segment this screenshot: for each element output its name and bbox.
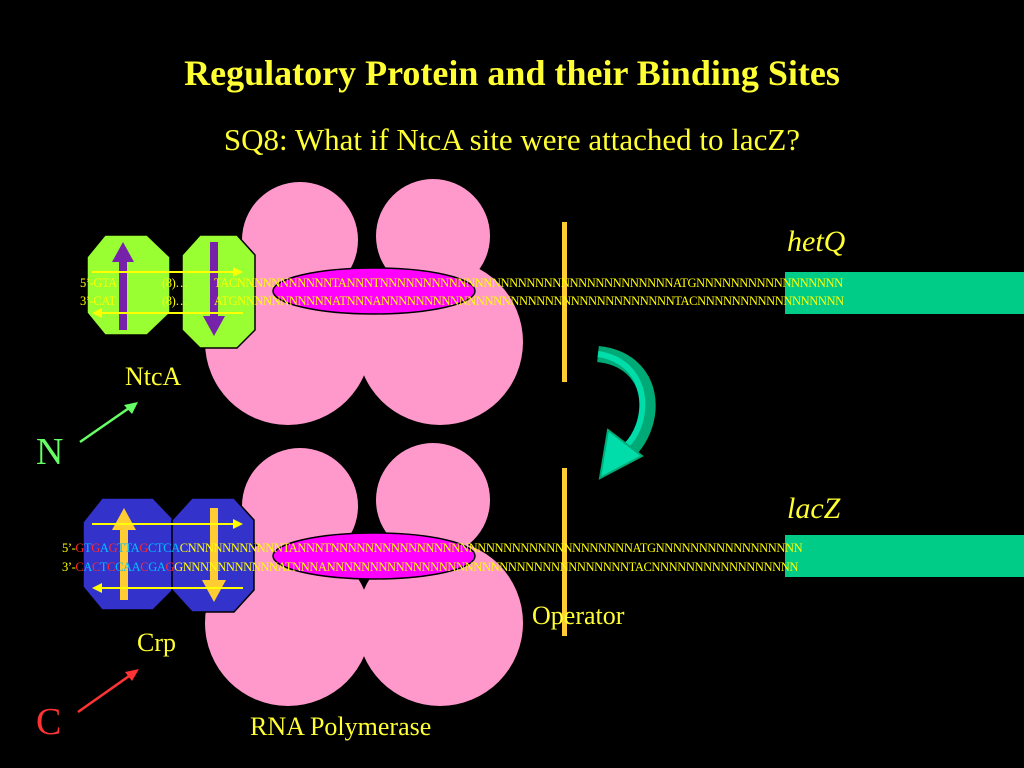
operator-bar-top bbox=[562, 222, 567, 382]
sequence-segment: A bbox=[83, 560, 92, 574]
n-signal-arrow bbox=[79, 404, 133, 444]
sequence-segment: C bbox=[140, 560, 149, 574]
crp-dimer bbox=[82, 497, 255, 613]
rna-polymerase-label: RNA Polymerase bbox=[250, 712, 432, 741]
gene-label-hetq: hetQ bbox=[787, 225, 846, 258]
sequence-segment: GNNNNNNNNNNNATNNNANNNNNNNNNNNNNNNNNNNNNN… bbox=[174, 560, 799, 574]
signal-letter-n: N bbox=[36, 431, 64, 473]
operator-bar-bottom bbox=[562, 468, 567, 636]
signal-letter-c: C bbox=[36, 701, 62, 743]
hetq-seq-top-mid: (8)… bbox=[162, 276, 188, 290]
hetq-seq-top-right: TACNNNNNNNNNNNTANNNTNNNNNNNNNNNNNNNNNNNN… bbox=[214, 276, 843, 290]
rna-polymerase-bottom bbox=[205, 443, 523, 706]
sequence-segment: C bbox=[75, 560, 84, 574]
sequence-segment: 5’- bbox=[62, 541, 76, 555]
sequence-segment: A bbox=[99, 541, 109, 555]
operator-label: Operator bbox=[532, 601, 625, 630]
slide-subtitle: SQ8: What if NtcA site were attached to … bbox=[223, 122, 801, 157]
protein-label-crp: Crp bbox=[137, 628, 176, 657]
sequence-segment: CA bbox=[163, 541, 180, 555]
curved-arrow bbox=[596, 346, 656, 480]
sequence-segment: CNNNNNNNNNNNTANNNTNNNNNNNNNNNNNNNNNNNNNN… bbox=[179, 541, 803, 555]
sigma-factor-top bbox=[272, 267, 476, 315]
lacz-coding-box bbox=[785, 535, 1024, 577]
sequence-segment: CT bbox=[147, 541, 164, 555]
gene-label-lacz: lacZ bbox=[787, 492, 841, 525]
sequence-segment: C bbox=[91, 560, 100, 574]
lacz-seq-bottom: 3’-CACTCCAACGAGGNNNNNNNNNNNATNNNANNNNNNN… bbox=[62, 560, 798, 575]
protein-label-ntca: NtcA bbox=[125, 362, 182, 391]
sequence-segment: 3’- bbox=[62, 560, 76, 574]
sequence-segment: G bbox=[108, 541, 118, 555]
sequence-segment: G bbox=[91, 541, 100, 555]
hetq-coding-box bbox=[785, 272, 1024, 314]
hetq-seq-bottom-left: 3’-CAT bbox=[80, 294, 116, 308]
hetq-seq-bottom-mid: (8)… bbox=[162, 294, 188, 308]
sequence-segment: TTA bbox=[117, 541, 140, 555]
sequence-segment: C bbox=[107, 560, 116, 574]
sequence-segment: T bbox=[99, 560, 108, 574]
slide-title: Regulatory Protein and their Binding Sit… bbox=[184, 53, 840, 93]
sequence-segment: G bbox=[75, 541, 85, 555]
sequence-segment: GA bbox=[148, 560, 166, 574]
sequence-segment: G bbox=[165, 560, 175, 574]
sigma-factor-bottom bbox=[272, 532, 476, 580]
hetq-seq-bottom-right: ATGNNNNNNNNNNNATNNNANNNNNNNNNNNNNNNNNNNN… bbox=[214, 294, 844, 308]
sequence-segment: G bbox=[139, 541, 148, 555]
sequence-segment: T bbox=[84, 541, 92, 555]
sequence-segment: CAA bbox=[115, 560, 141, 574]
hetq-seq-top-left: 5’-GTA bbox=[80, 276, 117, 290]
ntca-dimer bbox=[86, 234, 256, 349]
c-signal-arrow bbox=[77, 672, 133, 714]
lacz-seq-top: 5’-GTGAGTTAGCTCACNNNNNNNNNNNTANNNTNNNNNN… bbox=[62, 541, 803, 556]
